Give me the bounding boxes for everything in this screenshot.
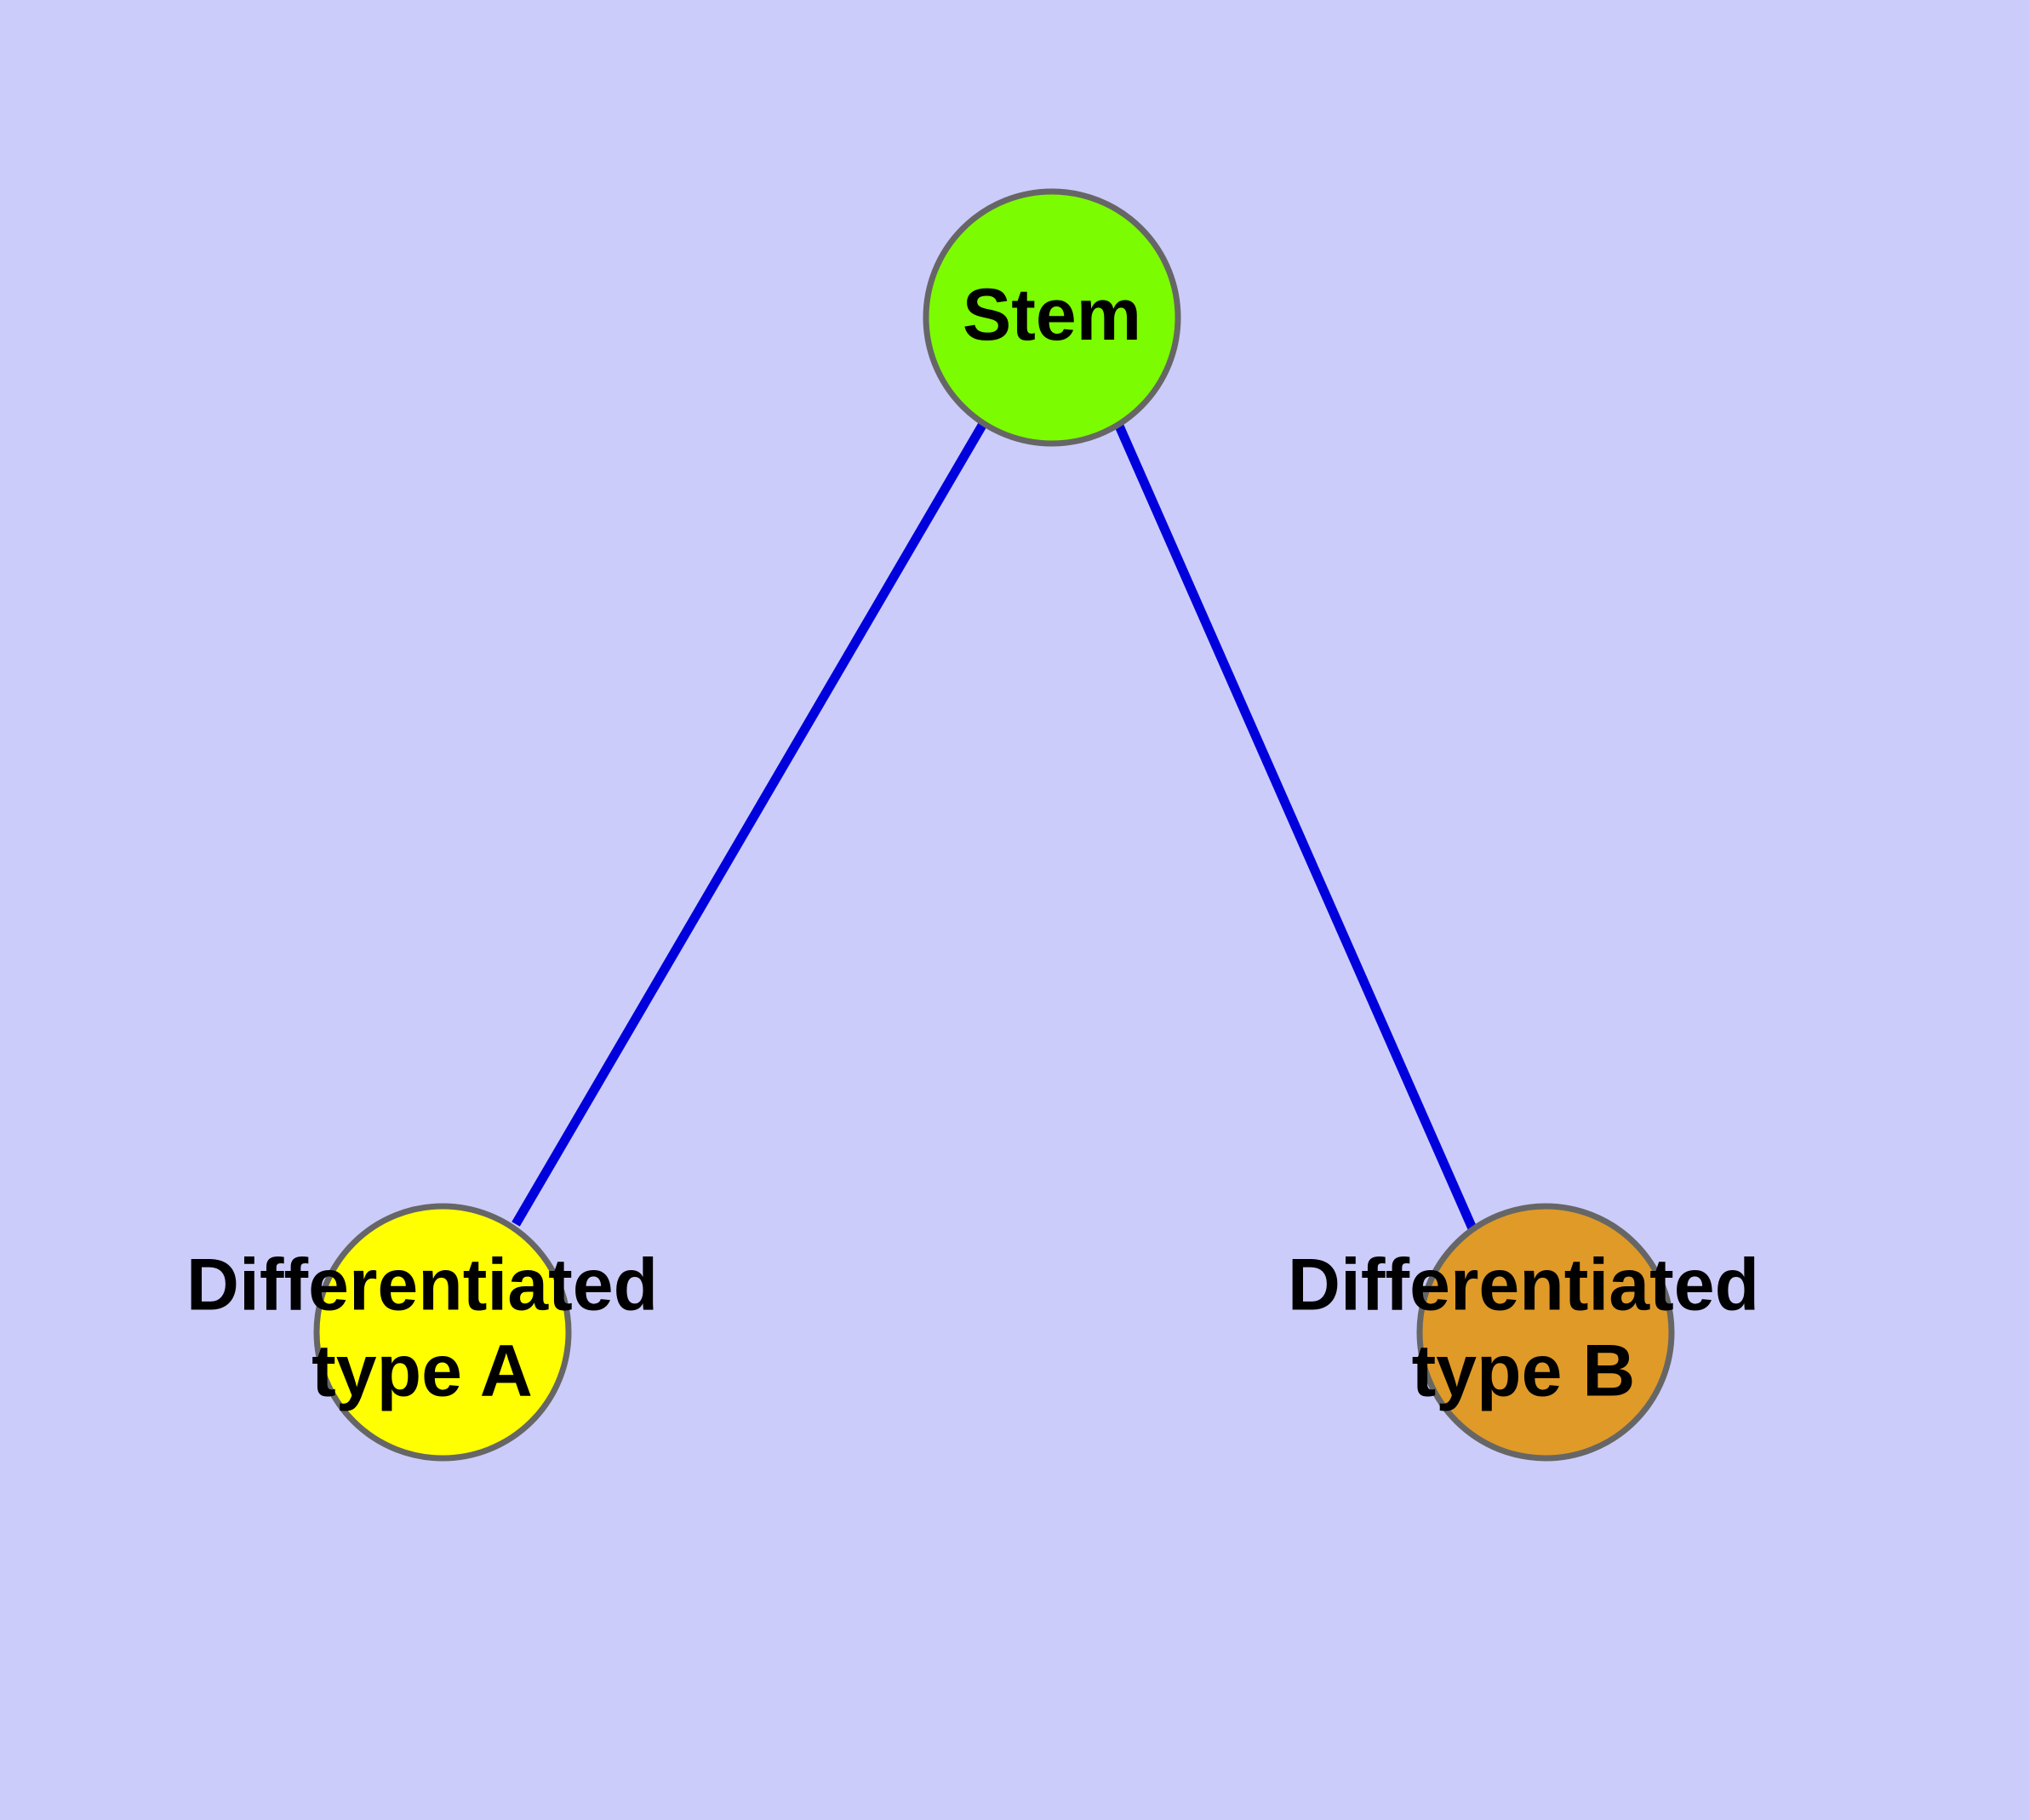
edge-stem-diff-a[interactable] [512, 421, 987, 1227]
node-label-line: Stem [963, 274, 1141, 356]
edge-layer [512, 421, 1477, 1231]
node-label-line: Differentiated [1288, 1244, 1759, 1325]
node-stem[interactable]: Stem [923, 188, 1181, 447]
node-label-line: type A [311, 1330, 533, 1411]
node-label-line: type B [1412, 1330, 1636, 1411]
edge-stem-diff-b[interactable] [1113, 421, 1477, 1231]
node-label-stem: Stem [963, 274, 1141, 356]
node-circle-stem[interactable] [923, 188, 1181, 447]
node-circle-diff_a[interactable] [313, 1203, 572, 1462]
node-circle-diff_b[interactable] [1416, 1203, 1675, 1462]
node-label-line: Differentiated [186, 1244, 658, 1325]
